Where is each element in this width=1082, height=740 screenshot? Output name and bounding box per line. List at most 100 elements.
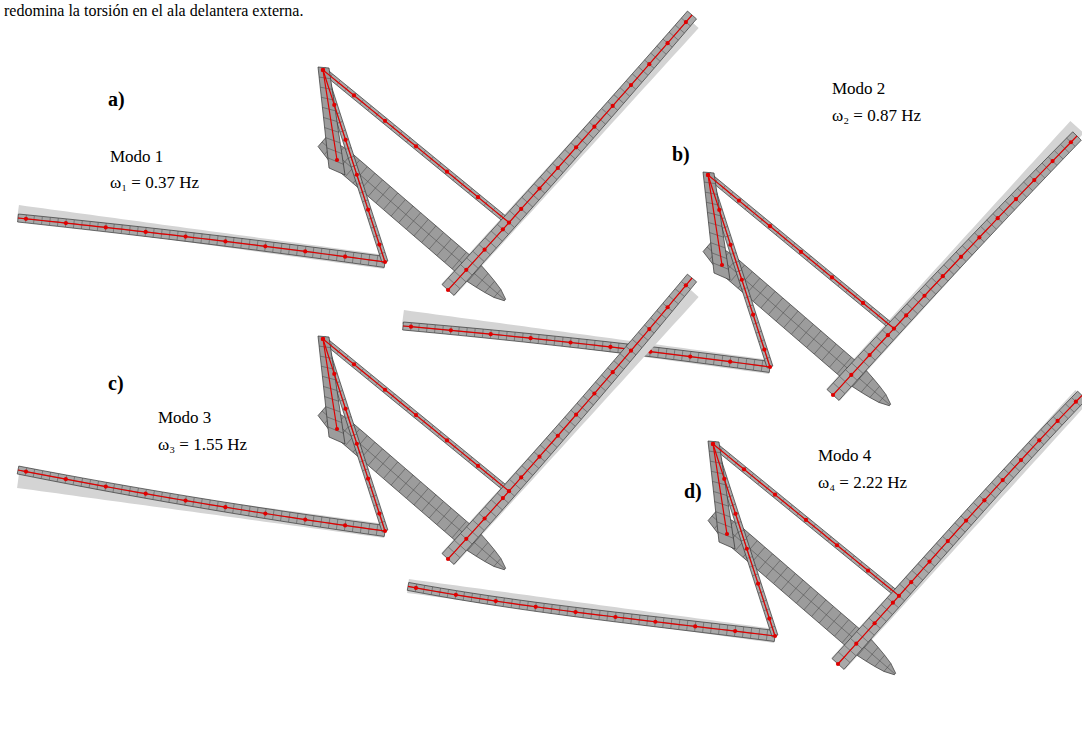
beam-node [964, 519, 968, 523]
rear-wing-mesh [323, 70, 509, 223]
undeformed-wing [17, 205, 386, 269]
rear-wing [706, 173, 896, 331]
beam-axis [323, 339, 337, 429]
beam-node [866, 568, 870, 572]
rear-wing [321, 68, 511, 225]
beam-axis [708, 175, 722, 265]
beam-node [321, 68, 325, 72]
front-wing [442, 11, 696, 295]
beam-node [454, 593, 458, 597]
beam-node [728, 243, 732, 247]
beam-node [693, 624, 697, 628]
aircraft-mode-shape [17, 274, 699, 570]
beam-node [383, 119, 387, 123]
mode-frequency: ω₃ = 1.55 Hz [158, 435, 247, 455]
beam-node [868, 353, 872, 357]
beam-node [1037, 438, 1041, 442]
front-wing [827, 132, 1081, 401]
beam-node [414, 586, 418, 590]
beam-node [611, 370, 615, 374]
panel-letter: c) [108, 372, 124, 395]
beam-node [263, 244, 267, 248]
beam-node [519, 475, 523, 479]
beam-node [996, 216, 1000, 220]
beam-node [377, 242, 381, 246]
beam-node [1056, 419, 1060, 423]
vertical-tail [703, 172, 730, 280]
beam-node [183, 234, 187, 238]
beam-node [573, 610, 577, 614]
beam-node [592, 125, 596, 129]
beam-node [321, 68, 325, 72]
beam-node [909, 580, 913, 584]
beam-node [629, 83, 633, 87]
beam-node [332, 103, 336, 107]
beam-node [263, 511, 267, 515]
beam-axis [713, 444, 775, 636]
fuselage-mesh [712, 516, 895, 674]
beam-node [507, 220, 511, 224]
beam-node [706, 173, 710, 177]
beam-node [483, 248, 487, 252]
front-wing-mesh [448, 15, 692, 290]
beam-axis [323, 339, 509, 491]
beam-axis [323, 70, 385, 262]
front-wing [442, 274, 697, 564]
beam-axis [408, 586, 775, 636]
rear-wing [321, 337, 511, 494]
fuselage-mesh [707, 247, 890, 405]
aircraft-mode-shape [402, 121, 1082, 406]
beam-node [568, 340, 572, 344]
mode-frequency: ω₁ = 0.37 Hz [110, 173, 199, 193]
panel-letter: d) [684, 480, 702, 503]
beam-node [383, 388, 387, 392]
beam-node [711, 442, 715, 446]
beam-node [611, 104, 615, 108]
beam-node [608, 345, 612, 349]
beam-node [24, 217, 28, 221]
beam-node [666, 305, 670, 309]
beam-node [449, 328, 453, 332]
mode-name: Modo 4 [818, 446, 871, 466]
beam-node [223, 239, 227, 243]
beam-node [799, 250, 803, 254]
beam-node [534, 605, 538, 609]
beam-node [446, 557, 450, 561]
front-wing-mesh [408, 584, 775, 641]
beam-node [751, 313, 755, 317]
beam-node [711, 442, 715, 446]
beam-node [861, 301, 865, 305]
mode-name: Modo 3 [158, 408, 211, 428]
beam-node [904, 313, 908, 317]
beam-node [366, 477, 370, 481]
beam-node [835, 543, 839, 547]
beam-axis [323, 339, 385, 531]
beam-node [1069, 140, 1073, 144]
beam-node [684, 283, 688, 287]
beam-node [982, 498, 986, 502]
undeformed-wing [407, 579, 776, 643]
beam-node [464, 537, 468, 541]
beam-node [574, 145, 578, 149]
aircraft-mode-shape [407, 390, 1082, 675]
beam-axis [18, 218, 385, 262]
fuselage [318, 137, 506, 300]
beam-node [144, 230, 148, 234]
front-wing-mesh [18, 468, 385, 536]
beam-node [352, 93, 356, 97]
beam-node [666, 41, 670, 45]
beam-node [409, 325, 413, 329]
beam-node [355, 173, 359, 177]
mode-name: Modo 2 [832, 79, 885, 99]
beam-axis [713, 444, 899, 596]
beam-node [529, 336, 533, 340]
beam-node [849, 373, 853, 377]
beam-node [762, 347, 766, 351]
beam-axis [403, 326, 770, 367]
beam-axis [448, 15, 692, 290]
beam-node [335, 158, 339, 162]
beam-axis [448, 278, 692, 559]
beam-node [927, 559, 931, 563]
beam-node [343, 138, 347, 142]
